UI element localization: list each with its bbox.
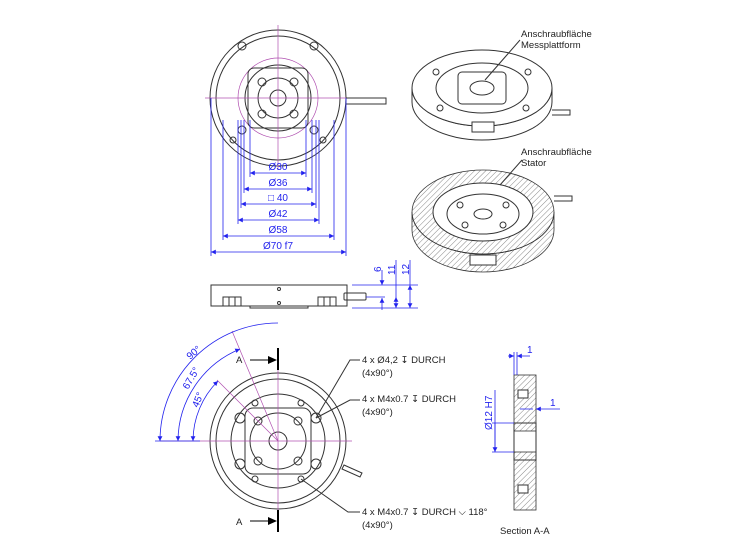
callout-1-line2: (4x90°) [362, 368, 393, 379]
callout-2-line2: (4x90°) [362, 407, 393, 418]
section-title: Section A-A [500, 526, 550, 537]
dim-11: 11 [387, 264, 398, 275]
angle-90: 90° [185, 344, 204, 362]
callout-1-line1: 4 x Ø4,2 ↧ DURCH [362, 355, 446, 366]
dim-section-1b: 1 [550, 398, 556, 409]
section-a-a: 1 1 Ø12 H7 Section A-A [484, 345, 560, 537]
label-stator-1: Anschraubfläche [521, 147, 592, 158]
iso-view-bottom: Anschraubfläche Stator [411, 147, 592, 273]
dim-d36: Ø36 [269, 178, 288, 189]
dim-section-d12: Ø12 H7 [484, 395, 495, 430]
dim-d70: Ø70 f7 [263, 241, 293, 252]
top-view-dimensions: Ø30 Ø36 □ 40 Ø42 Ø58 Ø70 f7 [210, 98, 347, 256]
callout-2-line1: 4 x M4x0.7 ↧ DURCH [362, 394, 456, 405]
section-marker-top: A [236, 355, 243, 366]
side-view: 6 11 12 [210, 260, 418, 310]
dim-sq40: □ 40 [268, 193, 288, 204]
angle-45: 45° [191, 391, 207, 409]
section-marker-bottom: A [236, 517, 243, 528]
label-messplattform-2: Messplattform [521, 40, 581, 51]
callout-3-line1: 4 x M4x0.7 ↧ DURCH ⌵ 118° [362, 507, 488, 518]
dim-d30: Ø30 [269, 162, 288, 173]
label-messplattform-1: Anschraubfläche [521, 29, 592, 40]
dim-section-1a: 1 [527, 345, 533, 356]
iso-view-top: Anschraubfläche Messplattform [411, 29, 592, 141]
dim-12: 12 [401, 263, 412, 275]
label-stator-2: Stator [521, 158, 546, 169]
bottom-view: A A 90° 67.5° 45° 4 x Ø4,2 ↧ DURCH (4x90… [155, 322, 488, 532]
dim-d42: Ø42 [269, 209, 288, 220]
top-view [205, 25, 387, 170]
callout-3-line2: (4x90°) [362, 520, 393, 531]
dim-d58: Ø58 [269, 225, 288, 236]
dim-6: 6 [373, 266, 384, 272]
